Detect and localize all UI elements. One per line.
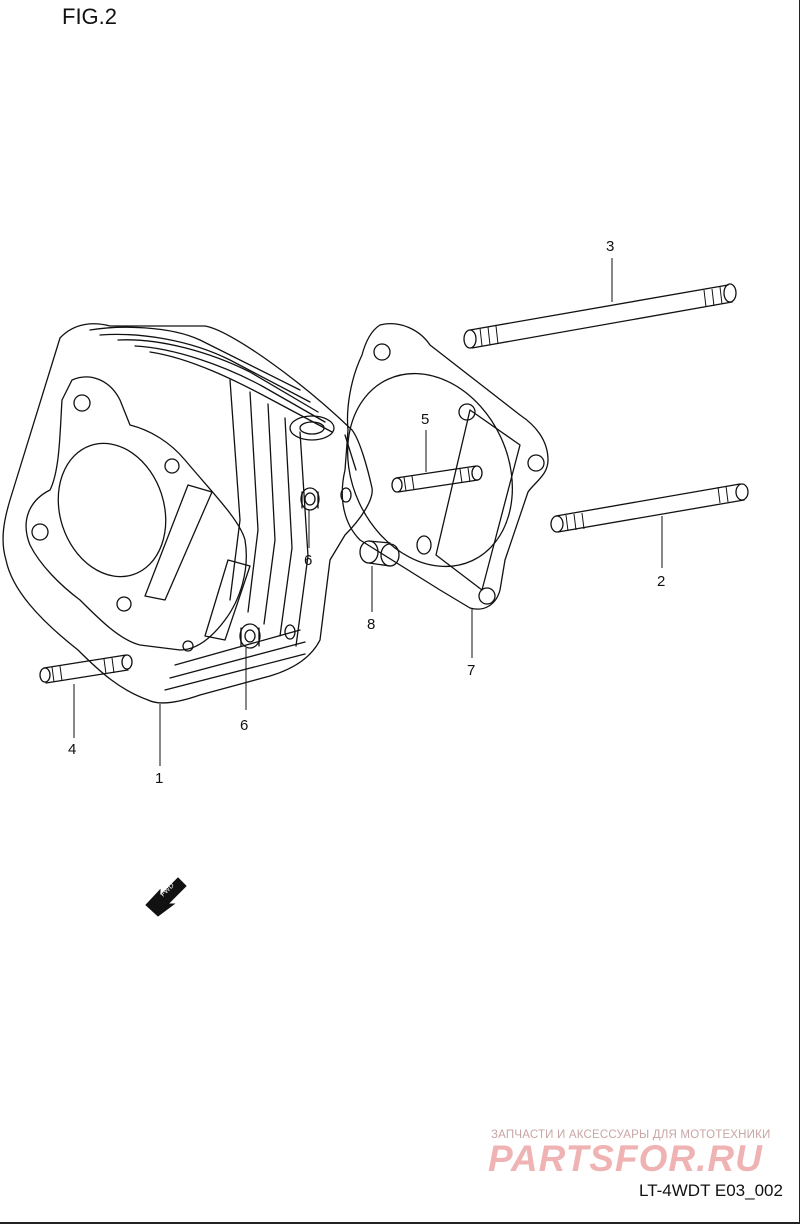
callout-4: 4 (68, 741, 76, 758)
callout-5: 5 (421, 411, 429, 428)
cylinder-gasket[interactable] (317, 323, 549, 610)
fwd-arrow-icon: FWD (145, 877, 187, 917)
callout-8: 8 (367, 616, 375, 633)
dowel-sleeve[interactable] (359, 540, 400, 567)
diagram-code: LT-4WDT E03_002 (639, 1181, 783, 1200)
dowel-pin-upper[interactable] (300, 487, 320, 511)
watermark-logo: PARTSFOR.RU (488, 1138, 763, 1179)
callout-2: 2 (657, 573, 665, 590)
stud-bolt-left[interactable] (39, 654, 133, 684)
figure-title: FIG.2 (62, 4, 118, 29)
callout-6-upper: 6 (304, 552, 312, 569)
stud-bolt-long-upper[interactable] (463, 283, 737, 349)
callout-1: 1 (155, 770, 163, 787)
frame-border-bottom (0, 1222, 800, 1224)
watermark-subtitle: ЗАПЧАСТИ И АКСЕССУАРЫ ДЛЯ МОТОТЕХНИКИ (491, 1129, 771, 1141)
callout-7: 7 (467, 662, 475, 679)
dowel-pin-lower[interactable] (239, 623, 261, 649)
stud-bolt-long-lower[interactable] (550, 483, 749, 533)
cylinder-block[interactable] (2, 323, 373, 704)
stud-bolt-short[interactable] (391, 465, 483, 493)
leader-lines (73, 258, 663, 766)
callout-3: 3 (606, 238, 614, 255)
callout-6-lower: 6 (240, 717, 248, 734)
